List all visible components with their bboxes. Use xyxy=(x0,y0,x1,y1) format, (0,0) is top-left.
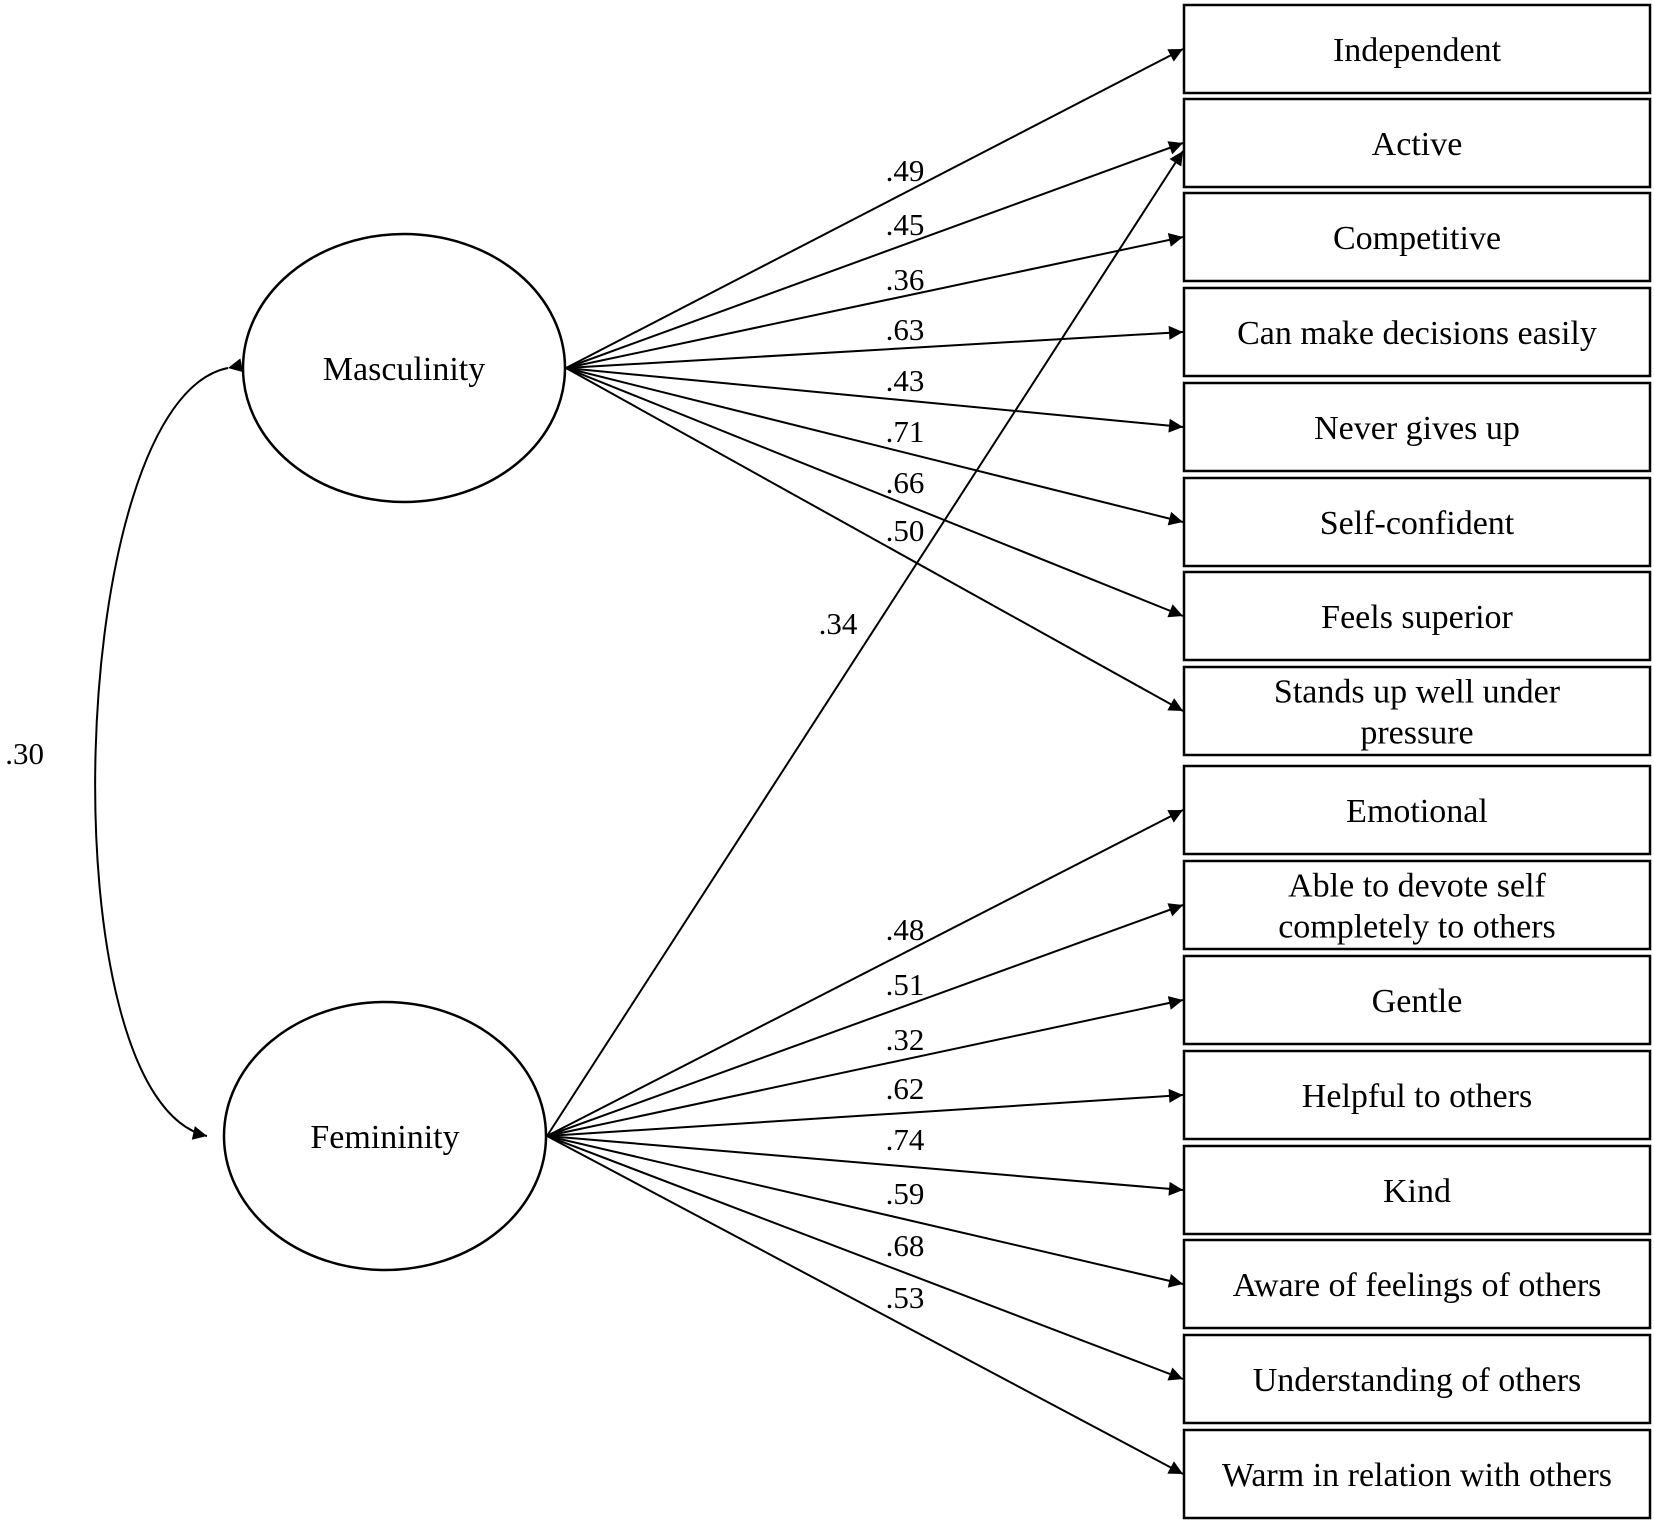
loading-label-femininity-emotional: .48 xyxy=(886,912,925,947)
indicator-box xyxy=(1182,1428,1652,1520)
loading-label-masculinity-decisions: .63 xyxy=(886,312,925,347)
indicator-label: Independent xyxy=(1333,32,1502,69)
loading-label-femininity-kind: .74 xyxy=(886,1122,925,1157)
indicator-label: Aware of feelings of others xyxy=(1233,1267,1602,1304)
loading-labels: .49 .45 .36 .63 .43 .71 .66 .50 .34 .48 .51 .32 .62.… xyxy=(819,153,925,1315)
indicator-decisions: Can make decisions easily xyxy=(1182,286,1652,378)
indicator-active: Active xyxy=(1182,97,1652,189)
loading-label-femininity-devote-self: .51 xyxy=(886,967,925,1002)
indicator-competitive: Competitive xyxy=(1182,191,1652,283)
indicator-label: Gentle xyxy=(1372,983,1463,1020)
factor-covariance-arrow xyxy=(94,358,244,1140)
indicator-emotional: Emotional xyxy=(1182,764,1652,856)
indicator-label: Understanding of others xyxy=(1253,1362,1582,1399)
loading-arrow-femininity-devote-self xyxy=(546,903,1184,1137)
indicator-devote-self: Able to devote self completely to others xyxy=(1182,859,1652,951)
loading-arrow-femininity-warm xyxy=(546,1135,1184,1475)
loading-arrow-masculinity-self-confident xyxy=(565,367,1184,526)
loading-label-masculinity-competitive: .36 xyxy=(886,262,925,297)
loading-arrow-masculinity-decisions xyxy=(565,325,1184,369)
indicator-box xyxy=(1182,191,1652,283)
loading-arrow-masculinity-competitive xyxy=(565,233,1184,369)
indicator-box xyxy=(1182,570,1652,662)
loading-arrow-femininity-emotional xyxy=(546,809,1184,1137)
loading-arrow-femininity-kind xyxy=(546,1135,1184,1196)
loading-arrow-masculinity-feels-superior xyxy=(565,367,1184,618)
factor-masculinity: Masculinity xyxy=(241,232,567,504)
loading-label-femininity-active: .34 xyxy=(819,606,858,641)
indicator-stands-up: Stands up well under pressure xyxy=(1182,665,1652,757)
loading-arrow-masculinity-active xyxy=(565,141,1184,369)
indicator-label: Stands up well under xyxy=(1274,674,1561,711)
indicator-label: Active xyxy=(1372,126,1463,163)
loading-label-femininity-helpful: .62 xyxy=(886,1071,925,1106)
indicator-box xyxy=(1182,1238,1652,1330)
indicator-box xyxy=(1182,764,1652,856)
indicator-helpful: Helpful to others xyxy=(1182,1049,1652,1141)
loading-arrow-masculinity-independent xyxy=(565,48,1184,369)
loading-arrow-masculinity-stands-up xyxy=(565,367,1184,712)
loading-arrow-masculinity-never-gives-up xyxy=(565,367,1184,433)
indicator-box xyxy=(1182,286,1652,378)
loading-label-femininity-warm: .53 xyxy=(886,1280,925,1315)
indicator-independent: Independent xyxy=(1182,3,1652,95)
loading-label-masculinity-never-gives-up: .43 xyxy=(886,363,925,398)
loading-arrow-femininity-understanding xyxy=(546,1135,1184,1381)
factor-label: Masculinity xyxy=(323,351,485,388)
indicator-label: Self-confident xyxy=(1320,505,1515,542)
loading-label-masculinity-active: .45 xyxy=(886,207,925,242)
loading-label-masculinity-independent: .49 xyxy=(886,153,925,188)
loading-arrow-femininity-helpful xyxy=(546,1088,1184,1137)
indicator-box xyxy=(1182,859,1652,951)
loading-label-masculinity-stands-up: .50 xyxy=(886,513,925,548)
indicator-box xyxy=(1182,1049,1652,1141)
indicator-self-confident: Self-confident xyxy=(1182,476,1652,568)
indicator-box xyxy=(1182,1144,1652,1236)
indicator-gentle: Gentle xyxy=(1182,954,1652,1046)
indicator-label: Helpful to others xyxy=(1302,1078,1532,1115)
indicator-warm: Warm in relation with others xyxy=(1182,1428,1652,1520)
loading-arrow-femininity-gentle xyxy=(546,996,1184,1137)
indicator-never-gives-up: Never gives up xyxy=(1182,381,1652,473)
indicator-label: completely to others xyxy=(1278,909,1556,946)
indicator-box xyxy=(1182,97,1652,189)
indicator-kind: Kind xyxy=(1182,1144,1652,1236)
loading-arrow-femininity-active xyxy=(546,150,1184,1137)
indicator-understanding: Understanding of others xyxy=(1182,1333,1652,1425)
indicator-box xyxy=(1182,381,1652,473)
loading-arrow-femininity-aware xyxy=(546,1135,1184,1288)
indicator-label: Kind xyxy=(1383,1173,1451,1210)
indicator-label: Never gives up xyxy=(1314,410,1520,447)
loading-label-masculinity-feels-superior: .66 xyxy=(886,465,925,500)
indicator-label: Emotional xyxy=(1346,793,1488,830)
loading-paths xyxy=(546,48,1184,1475)
indicator-box xyxy=(1182,954,1652,1046)
factor-ellipse xyxy=(222,1000,548,1272)
indicator-label: Able to devote self xyxy=(1288,868,1546,905)
indicator-box xyxy=(1182,476,1652,568)
loading-label-masculinity-self-confident: .71 xyxy=(886,414,925,449)
loading-label-femininity-gentle: .32 xyxy=(886,1022,925,1057)
factor-covariance-label: .30 xyxy=(5,736,44,771)
indicator-label: Warm in relation with others xyxy=(1222,1457,1612,1494)
loading-label-femininity-aware: .59 xyxy=(886,1176,925,1211)
indicator-label: Feels superior xyxy=(1321,599,1513,636)
factor-femininity: Femininity xyxy=(222,1000,548,1272)
indicator-label: pressure xyxy=(1360,715,1473,752)
indicator-label: Competitive xyxy=(1333,220,1501,257)
indicator-aware: Aware of feelings of others xyxy=(1182,1238,1652,1330)
indicator-feels-superior: Feels superior xyxy=(1182,570,1652,662)
indicator-box xyxy=(1182,3,1652,95)
loading-label-femininity-understanding: .68 xyxy=(886,1228,925,1263)
indicator-box xyxy=(1182,1333,1652,1425)
indicator-box xyxy=(1182,665,1652,757)
indicator-label: Can make decisions easily xyxy=(1237,315,1597,352)
factor-ellipse xyxy=(241,232,567,504)
factor-label: Femininity xyxy=(310,1119,459,1156)
